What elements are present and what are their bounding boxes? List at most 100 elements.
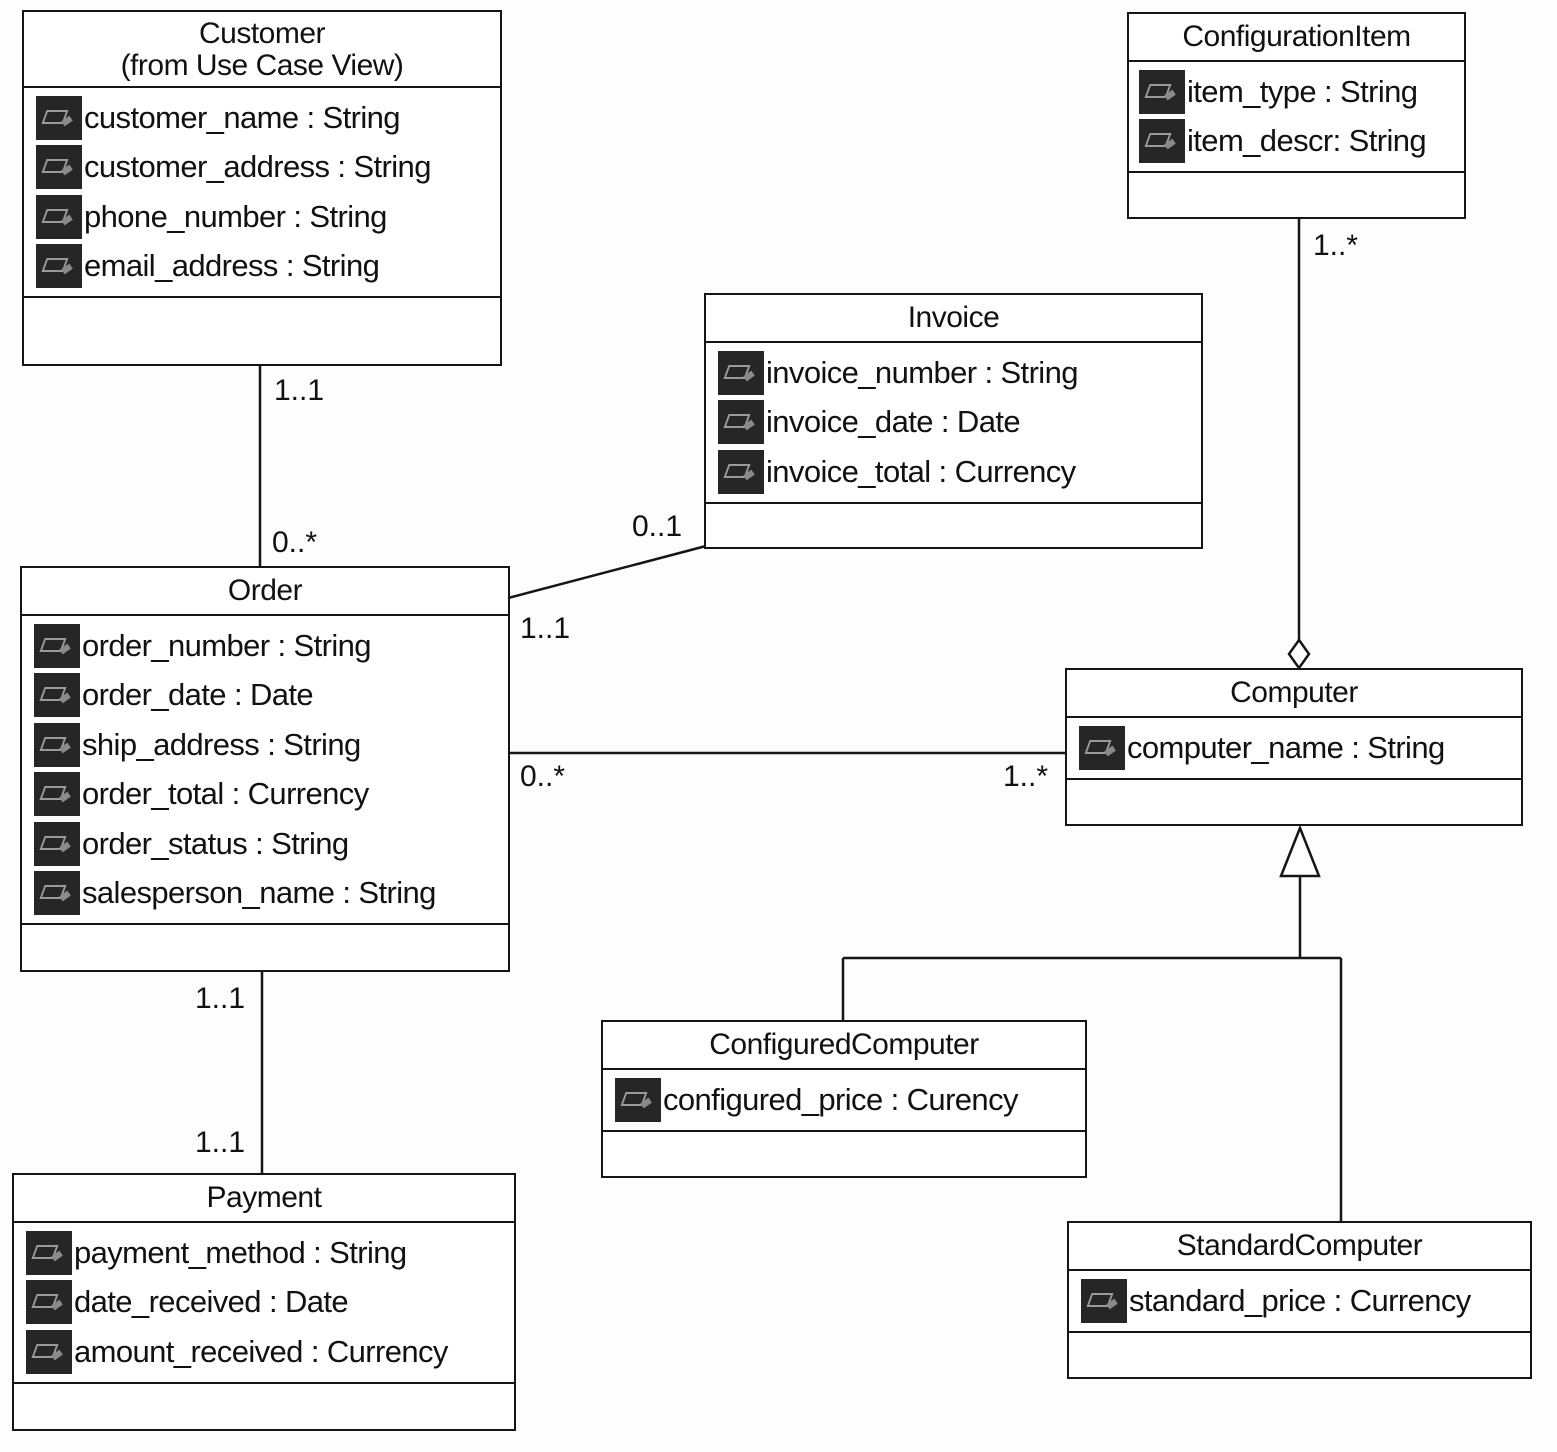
attribute-text: configured_price : Curency xyxy=(663,1081,1018,1117)
class-name: StandardComputer xyxy=(1069,1223,1530,1271)
multiplicity-payment-end: 1..1 xyxy=(195,1126,246,1159)
attribute-row: amount_received : Currency xyxy=(26,1327,514,1377)
attribute-icon xyxy=(718,400,764,445)
attribute-compartment: payment_method : String date_received : … xyxy=(14,1223,514,1384)
multiplicity-order-end-invoice: 1..1 xyxy=(520,612,571,645)
multiplicity-order-end-payment: 1..1 xyxy=(195,982,246,1015)
attribute-icon xyxy=(34,821,80,866)
payment-class: Payment payment_method : String date_rec… xyxy=(12,1173,516,1431)
configuration-item-class: ConfigurationItem item_type : String ite… xyxy=(1127,12,1466,219)
attribute-icon xyxy=(26,1280,72,1325)
attribute-row: standard_price : Currency xyxy=(1081,1276,1530,1326)
attribute-row: phone_number : String xyxy=(36,192,500,242)
attribute-row: email_address : String xyxy=(36,242,500,292)
attribute-icon xyxy=(26,1230,72,1275)
attribute-row: salesperson_name : String xyxy=(34,869,508,919)
multiplicity-computer-end: 1..* xyxy=(1003,760,1049,793)
class-stereotype: (from Use Case View) xyxy=(120,49,404,82)
attribute-row: order_number : String xyxy=(34,621,508,671)
operations-compartment xyxy=(24,298,500,332)
attribute-text: invoice_date : Date xyxy=(766,404,1021,440)
attribute-icon xyxy=(615,1077,661,1122)
attribute-row: order_date : Date xyxy=(34,671,508,721)
attribute-icon xyxy=(718,350,764,395)
attribute-row: invoice_total : Currency xyxy=(718,447,1201,497)
attribute-text: date_received : Date xyxy=(74,1284,349,1320)
attribute-compartment: standard_price : Currency xyxy=(1069,1271,1530,1333)
attribute-text: phone_number : String xyxy=(84,198,387,234)
attribute-icon xyxy=(1079,725,1125,770)
attribute-text: computer_name : String xyxy=(1127,729,1445,765)
operations-compartment xyxy=(1069,1333,1530,1367)
class-header: Customer (from Use Case View) xyxy=(24,12,500,88)
operations-compartment xyxy=(22,925,508,959)
operations-compartment xyxy=(706,504,1201,538)
attribute-text: payment_method : String xyxy=(74,1234,407,1270)
customer-class: Customer (from Use Case View) customer_n… xyxy=(22,10,502,366)
class-name: Payment xyxy=(14,1175,514,1223)
configured-computer-class: ConfiguredComputer configured_price : Cu… xyxy=(601,1020,1087,1178)
attribute-row: order_total : Currency xyxy=(34,770,508,820)
attribute-icon xyxy=(36,194,82,239)
attribute-text: invoice_number : String xyxy=(766,354,1078,390)
attribute-text: order_status : String xyxy=(82,825,349,861)
multiplicity-configuration-item-end: 1..* xyxy=(1313,229,1359,262)
attribute-text: item_type : String xyxy=(1187,73,1418,109)
attribute-row: order_status : String xyxy=(34,819,508,869)
attribute-text: order_total : Currency xyxy=(82,776,369,812)
attribute-text: customer_address : String xyxy=(84,149,431,185)
attribute-row: item_type : String xyxy=(1139,67,1464,117)
generalization-arrowhead xyxy=(1279,824,1321,878)
attribute-compartment: invoice_number : String invoice_date : D… xyxy=(706,343,1201,504)
attribute-text: standard_price : Currency xyxy=(1129,1282,1471,1318)
attribute-text: customer_name : String xyxy=(84,99,400,135)
attribute-icon xyxy=(34,623,80,668)
class-name: Computer xyxy=(1067,670,1521,718)
multiplicity-order-end-computer: 0..* xyxy=(520,760,566,793)
attribute-compartment: computer_name : String xyxy=(1067,718,1521,780)
attribute-icon xyxy=(34,673,80,718)
attribute-icon xyxy=(34,772,80,817)
attribute-row: invoice_number : String xyxy=(718,348,1201,398)
attribute-compartment: configured_price : Curency xyxy=(603,1070,1085,1132)
attribute-row: customer_address : String xyxy=(36,143,500,193)
attribute-row: customer_name : String xyxy=(36,93,500,143)
attribute-row: configured_price : Curency xyxy=(615,1075,1085,1125)
attribute-icon xyxy=(1139,119,1185,164)
class-name: Customer xyxy=(198,17,326,50)
attribute-icon xyxy=(36,244,82,289)
attribute-icon xyxy=(718,449,764,494)
standard-computer-class: StandardComputer standard_price : Curren… xyxy=(1067,1221,1532,1379)
class-name: Order xyxy=(22,568,508,616)
attribute-row: item_descr: String xyxy=(1139,117,1464,167)
attribute-icon xyxy=(34,871,80,916)
multiplicity-order-end-customer: 0..* xyxy=(272,526,318,559)
attribute-row: payment_method : String xyxy=(26,1228,514,1278)
class-name: Invoice xyxy=(706,295,1201,343)
attribute-icon xyxy=(1139,69,1185,114)
invoice-class: Invoice invoice_number : String invoice_… xyxy=(704,293,1203,549)
attribute-compartment: order_number : String order_date : Date … xyxy=(22,616,508,925)
multiplicity-customer-end: 1..1 xyxy=(274,374,325,407)
attribute-icon xyxy=(36,95,82,140)
operations-compartment xyxy=(603,1132,1085,1166)
attribute-icon xyxy=(34,722,80,767)
attribute-row: invoice_date : Date xyxy=(718,398,1201,448)
attribute-row: date_received : Date xyxy=(26,1278,514,1328)
operations-compartment xyxy=(1067,780,1521,814)
attribute-text: invoice_total : Currency xyxy=(766,453,1076,489)
attribute-icon xyxy=(36,145,82,190)
operations-compartment xyxy=(14,1384,514,1418)
attribute-row: computer_name : String xyxy=(1079,723,1521,773)
attribute-icon xyxy=(26,1329,72,1374)
operations-compartment xyxy=(1129,173,1464,207)
attribute-text: amount_received : Currency xyxy=(74,1333,448,1369)
attribute-icon xyxy=(1081,1278,1127,1323)
class-name: ConfigurationItem xyxy=(1129,14,1464,62)
aggregation-diamond xyxy=(1287,637,1311,671)
attribute-compartment: customer_name : String customer_address … xyxy=(24,88,500,298)
multiplicity-invoice-end: 0..1 xyxy=(632,510,683,543)
class-name: ConfiguredComputer xyxy=(603,1022,1085,1070)
computer-class: Computer computer_name : String xyxy=(1065,668,1523,826)
